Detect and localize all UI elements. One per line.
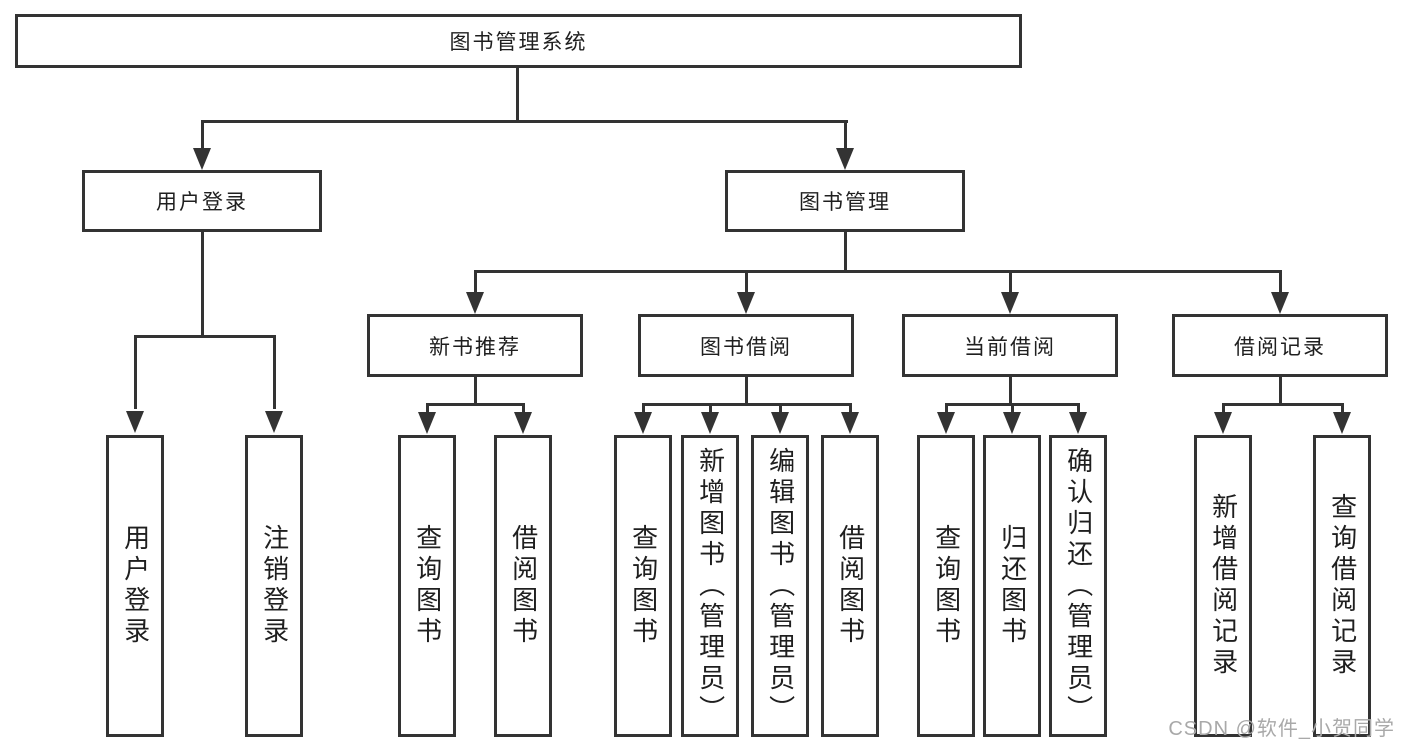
leaf-query-books-current: 查询图书	[917, 435, 975, 737]
leaf-logout-login: 注销登录	[245, 435, 303, 737]
connector-line	[426, 403, 525, 406]
connector-line	[844, 120, 847, 152]
leaf-add-books-admin: 新增图书（管理员）	[681, 435, 739, 737]
leaf-label: 新增借阅记录	[1208, 493, 1239, 679]
arrow-down-icon	[841, 412, 859, 434]
connector-line	[474, 377, 477, 405]
connector-line	[201, 232, 204, 337]
leaf-add-borrow-record: 新增借阅记录	[1194, 435, 1252, 737]
arrow-down-icon	[737, 292, 755, 314]
node-new-book-recommendation: 新书推荐	[367, 314, 583, 377]
leaf-query-books-borrowing: 查询图书	[614, 435, 672, 737]
connector-line	[945, 403, 948, 413]
leaf-label: 用户登录	[120, 524, 151, 648]
arrow-down-icon	[836, 148, 854, 170]
leaf-borrow-books-borrowing: 借阅图书	[821, 435, 879, 737]
connector-line	[1279, 377, 1282, 405]
leaf-return-books: 归还图书	[983, 435, 1041, 737]
connector-line	[745, 377, 748, 405]
connector-line	[522, 403, 525, 413]
arrow-down-icon	[701, 412, 719, 434]
connector-line	[201, 120, 204, 152]
leaf-edit-books-admin: 编辑图书（管理员）	[751, 435, 809, 737]
leaf-label: 归还图书	[997, 524, 1028, 648]
leaf-label: 新增图书（管理员）	[695, 446, 726, 726]
leaf-label: 确认归还（管理员）	[1063, 446, 1094, 726]
arrow-down-icon	[418, 412, 436, 434]
connector-line	[1077, 403, 1080, 413]
arrow-down-icon	[514, 412, 532, 434]
arrow-down-icon	[193, 148, 211, 170]
node-label: 图书管理系统	[449, 31, 588, 54]
connector-line	[844, 232, 847, 272]
connector-line	[516, 68, 519, 120]
node-label: 借阅记录	[1234, 335, 1326, 359]
node-book-management: 图书管理	[725, 170, 965, 232]
connector-line	[201, 120, 848, 123]
leaf-confirm-return-admin: 确认归还（管理员）	[1049, 435, 1107, 737]
arrow-down-icon	[771, 412, 789, 434]
node-label: 当前借阅	[964, 335, 1056, 359]
leaf-label: 查询借阅记录	[1327, 493, 1358, 679]
arrow-down-icon	[1333, 412, 1351, 434]
arrow-down-icon	[466, 292, 484, 314]
connector-line	[1011, 403, 1014, 413]
arrow-down-icon	[126, 411, 144, 433]
connector-line	[709, 403, 712, 413]
arrow-down-icon	[1214, 412, 1232, 434]
connector-line	[1222, 403, 1225, 413]
node-label: 图书借阅	[700, 335, 792, 359]
arrow-down-icon	[1001, 292, 1019, 314]
leaf-query-borrow-record: 查询借阅记录	[1313, 435, 1371, 737]
node-library-management-system: 图书管理系统	[15, 14, 1022, 68]
connector-line	[426, 403, 429, 413]
connector-line	[273, 335, 276, 409]
arrow-down-icon	[1271, 292, 1289, 314]
connector-line	[1279, 270, 1282, 295]
watermark: CSDN @软件_小贺同学	[1168, 718, 1395, 740]
arrow-down-icon	[1003, 412, 1021, 434]
connector-line	[474, 270, 1282, 273]
leaf-label: 编辑图书（管理员）	[765, 446, 796, 726]
arrow-down-icon	[634, 412, 652, 434]
connector-line	[474, 270, 477, 295]
arrow-down-icon	[1069, 412, 1087, 434]
node-user-login: 用户登录	[82, 170, 322, 232]
connector-line	[1009, 377, 1012, 405]
leaf-label: 查询图书	[931, 524, 962, 648]
connector-line	[134, 335, 137, 409]
connector-line	[642, 403, 645, 413]
node-book-borrowing: 图书借阅	[638, 314, 854, 377]
arrow-down-icon	[937, 412, 955, 434]
leaf-label: 注销登录	[259, 524, 290, 648]
connector-line	[745, 270, 748, 295]
connector-line	[849, 403, 852, 413]
leaf-query-books-recommend: 查询图书	[398, 435, 456, 737]
node-current-borrowing: 当前借阅	[902, 314, 1118, 377]
leaf-label: 借阅图书	[835, 524, 866, 648]
connector-line	[134, 335, 276, 338]
leaf-user-login: 用户登录	[106, 435, 164, 737]
node-borrowing-records: 借阅记录	[1172, 314, 1388, 377]
leaf-label: 查询图书	[628, 524, 659, 648]
connector-line	[1222, 403, 1344, 406]
node-label: 新书推荐	[429, 335, 521, 359]
connector-line	[1341, 403, 1344, 413]
connector-line	[779, 403, 782, 413]
arrow-down-icon	[265, 411, 283, 433]
leaf-label: 查询图书	[412, 524, 443, 648]
connector-line	[1009, 270, 1012, 295]
node-label: 用户登录	[156, 191, 248, 214]
leaf-borrow-books-recommend: 借阅图书	[494, 435, 552, 737]
connector-line	[642, 403, 852, 406]
node-label: 图书管理	[799, 191, 891, 214]
leaf-label: 借阅图书	[508, 524, 539, 648]
